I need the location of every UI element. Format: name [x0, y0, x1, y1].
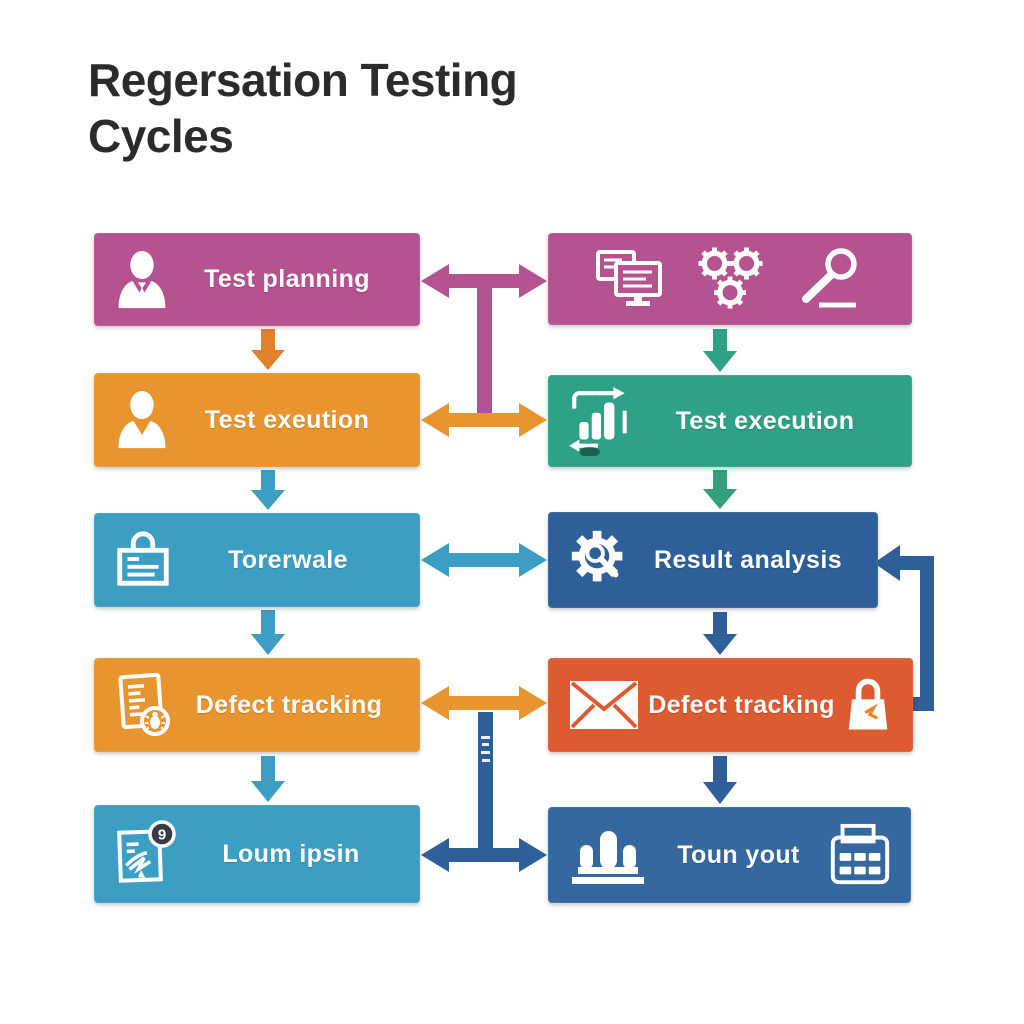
box-planning-tools [548, 233, 912, 325]
title-line-1: Regersation Testing [88, 54, 518, 106]
envelope-icon [566, 675, 642, 735]
box-label: Test planning [204, 265, 370, 293]
row1-bidirectional-arrow [421, 264, 547, 298]
box-loum-ipsin: 9 Loum ipsin [94, 805, 420, 903]
left-down-arrow-4 [251, 756, 285, 802]
row2-bidirectional-arrow [421, 403, 547, 437]
title-line-2: Cycles [88, 110, 234, 163]
businessman-icon [112, 250, 172, 310]
right-down-arrow-2 [703, 470, 737, 509]
connector-stem-top [477, 281, 492, 420]
box-defect-tracking-right: Defect tracking [548, 658, 913, 752]
gear-magnifier-icon [566, 525, 636, 595]
calculator-icon [827, 822, 893, 888]
person-icon [112, 390, 172, 450]
box-torerwale: Torerwale [94, 513, 420, 607]
box-label: Torerwale [228, 545, 348, 574]
box-result-analysis: Result analysis [548, 512, 878, 608]
page-title: Regersation Testing Cycles [88, 52, 708, 164]
box-label: Defect tracking [195, 690, 383, 719]
left-down-arrow-1 [251, 329, 285, 370]
box-label: Loum ipsin [222, 839, 360, 868]
box-test-execution: Test execution [548, 375, 912, 467]
podium-icon [566, 823, 650, 887]
right-down-arrow-3 [703, 612, 737, 655]
box-label: Toun yout [677, 840, 800, 869]
magnifier-icon [793, 247, 869, 311]
box-defect-tracking-left: Defect tracking [94, 658, 420, 752]
right-down-arrow-4 [703, 756, 737, 804]
box-label: Test execution [675, 406, 855, 435]
svg-text:9: 9 [158, 827, 166, 844]
feedback-loop-arrow [874, 545, 934, 711]
box-test-planning: Test planning [94, 233, 420, 326]
box-label: Result analysis [653, 545, 843, 574]
gears-icon [694, 246, 768, 312]
box-label: Test exeution [204, 405, 370, 434]
monitors-icon [591, 247, 669, 311]
row3-bidirectional-arrow [421, 543, 547, 577]
document-check-badge-icon: 9 [112, 820, 180, 888]
box-toun-yout: Toun yout [548, 807, 911, 903]
left-down-arrow-2 [251, 470, 285, 510]
chart-refresh-icon [566, 386, 636, 456]
connector-stem-bottom [478, 712, 493, 855]
secure-document-icon [112, 529, 174, 591]
left-down-arrow-3 [251, 610, 285, 655]
bug-report-icon [112, 671, 176, 739]
stem-text-marks [481, 736, 490, 762]
lock-bag-icon [841, 673, 895, 737]
row4-bidirectional-arrow [421, 686, 547, 720]
row5-bidirectional-arrow [421, 838, 547, 872]
box-test-exeution: Test exeution [94, 373, 420, 467]
box-label: Defect tracking [648, 690, 835, 719]
right-down-arrow-1 [703, 329, 737, 372]
